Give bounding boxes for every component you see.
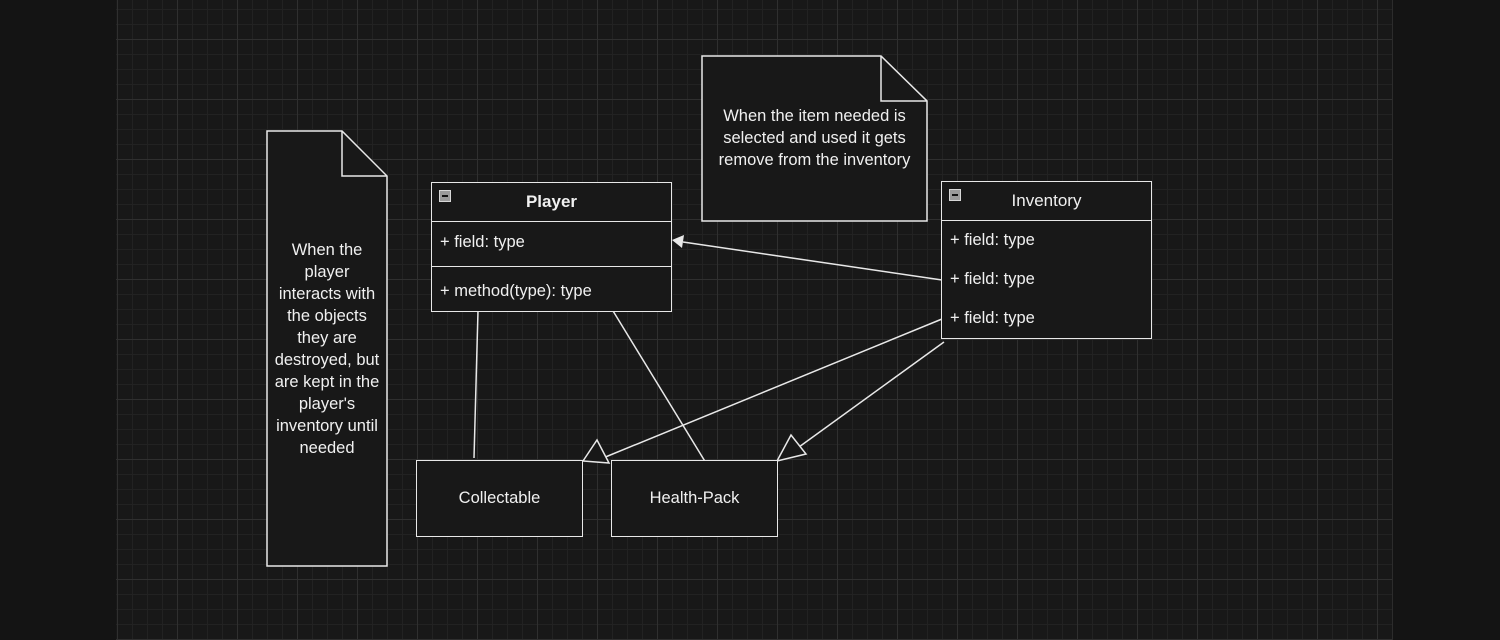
player-class[interactable]: Player + field: type + method(type): typ… [431, 182, 672, 312]
player-class-header[interactable]: Player [432, 183, 671, 222]
note-shape [701, 55, 928, 222]
collectable-label: Collectable [458, 489, 541, 507]
note-line: destroyed, but [274, 351, 380, 369]
right-panel [1392, 0, 1500, 640]
note-line: remove from the inventory [718, 151, 911, 169]
note-player-inventory[interactable]: When the player interacts with the objec… [266, 130, 388, 567]
note-line: When the [291, 241, 363, 259]
inventory-class-header[interactable]: Inventory [942, 182, 1151, 221]
edge-inventory-health-pack-triangle [775, 433, 808, 463]
note-line: they are [297, 329, 357, 347]
note-line: the objects [287, 307, 367, 325]
note-line: When the item needed is [723, 107, 906, 125]
edge-inventory-collectable-triangle [581, 438, 611, 464]
player-class-field[interactable]: + field: type [440, 233, 525, 251]
inventory-class-field[interactable]: + field: type [950, 270, 1035, 288]
note-line: player's [298, 395, 356, 413]
collapse-icon[interactable] [949, 189, 961, 201]
edge-player-health-pack[interactable] [609, 305, 707, 464]
inventory-class-field[interactable]: + field: type [950, 309, 1035, 327]
player-class-name: Player [525, 192, 578, 211]
note-line: needed [299, 439, 355, 457]
edge-player-collectable[interactable] [473, 310, 479, 459]
left-panel [0, 0, 117, 640]
note-line: are kept in the [274, 373, 380, 391]
collectable-node[interactable]: Collectable [416, 460, 583, 537]
edge-inventory-health-pack[interactable] [798, 341, 945, 448]
health-pack-node[interactable]: Health-Pack [611, 460, 778, 537]
inventory-class[interactable]: Inventory + field: type + field: type + … [941, 181, 1152, 339]
health-pack-label: Health-Pack [649, 489, 740, 507]
edge-inventory-player-arrowhead [672, 235, 684, 248]
note-player-text: When the player interacts with the objec… [266, 239, 388, 459]
note-line: inventory until [276, 417, 378, 435]
player-class-method[interactable]: + method(type): type [432, 266, 671, 312]
note-line: selected and used it gets [723, 129, 906, 147]
edge-inventory-collectable[interactable] [602, 318, 943, 459]
note-item-removal[interactable]: When the item needed is selected and use… [701, 55, 928, 222]
inventory-class-name: Inventory [1011, 191, 1082, 210]
edge-inventory-player[interactable] [682, 241, 943, 281]
inventory-class-field[interactable]: + field: type [950, 231, 1035, 249]
note-line: player [304, 263, 350, 281]
collapse-icon[interactable] [439, 190, 451, 202]
note-shape [266, 130, 388, 567]
note-line: interacts with [278, 285, 376, 303]
note-item-text: When the item needed is selected and use… [701, 105, 928, 171]
